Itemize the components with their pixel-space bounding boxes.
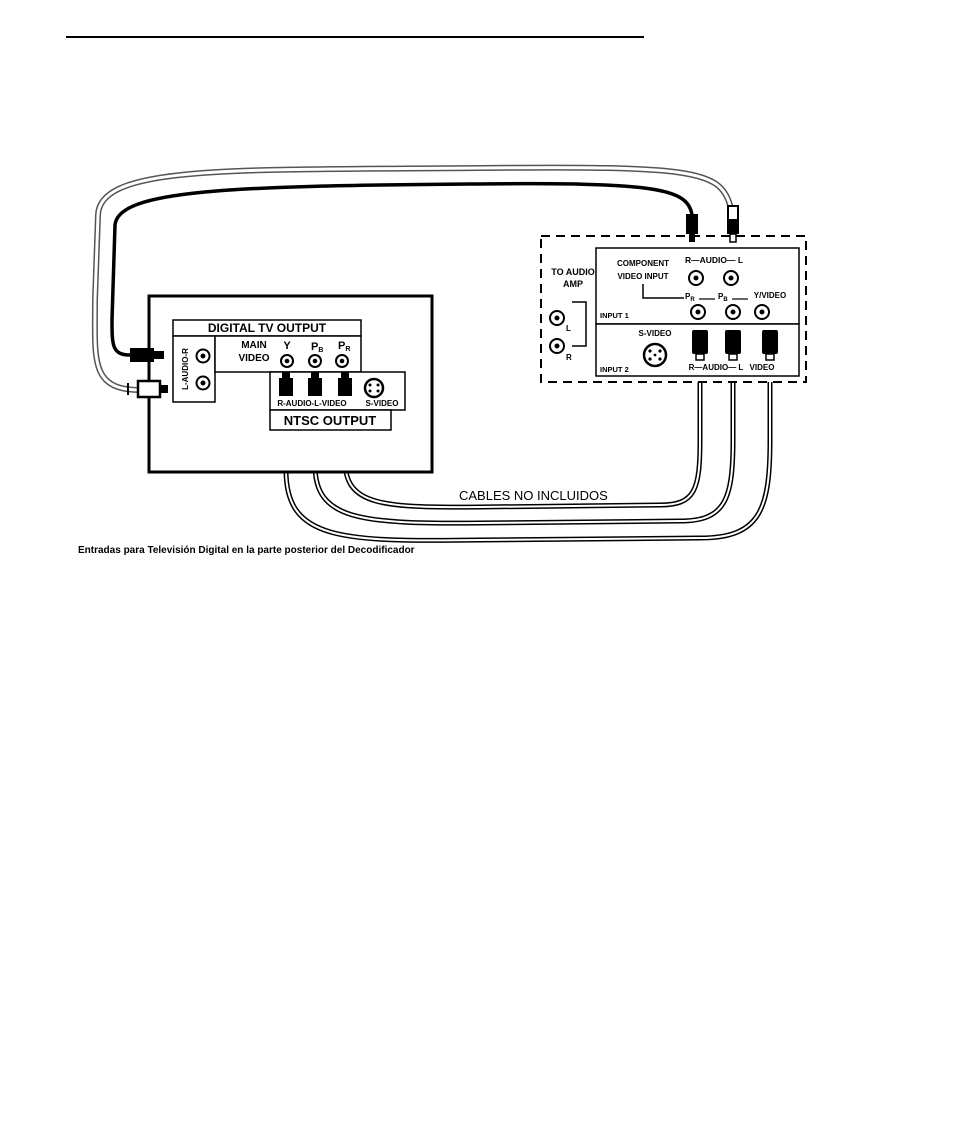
decoder-audio-jack-bottom xyxy=(197,377,210,390)
tv-video-label: VIDEO xyxy=(750,363,775,372)
ntsc-output-label: NTSC OUTPUT xyxy=(284,413,377,428)
input1-label: INPUT 1 xyxy=(600,311,629,320)
decoder-s-video-label: S-VIDEO xyxy=(366,399,399,408)
tv-r-audio-l-top: R—AUDIO— L xyxy=(685,255,743,265)
l-audio-r-label: L-AUDIO-R xyxy=(181,348,190,390)
main-video-label-2: VIDEO xyxy=(238,353,269,364)
figure-caption: Entradas para Televisión Digital en la p… xyxy=(78,545,415,556)
main-video-label-1: MAIN xyxy=(241,340,267,351)
tv-s-video-label: S-VIDEO xyxy=(639,329,672,338)
decoder-audio-jack-top xyxy=(197,350,210,363)
decoder-pb-jack xyxy=(309,355,321,367)
tv-pr-jack xyxy=(691,305,705,319)
decoder-plugs xyxy=(279,372,352,396)
tv-audio-jack-l xyxy=(724,271,738,285)
digital-tv-output-label: DIGITAL TV OUTPUT xyxy=(208,321,327,335)
tv-audio-jack-r xyxy=(689,271,703,285)
tv-y-video-jack xyxy=(755,305,769,319)
cables-label: CABLES NO INCLUIDOS xyxy=(459,488,608,503)
tv-pb-jack xyxy=(726,305,740,319)
amp-r-label: R xyxy=(566,353,572,362)
to-audio-amp-1: TO AUDIO xyxy=(551,267,595,277)
tv-y-video-label: Y/VIDEO xyxy=(754,291,786,300)
component-video-input-1: COMPONENT xyxy=(617,259,669,268)
to-audio-amp-2: AMP xyxy=(563,279,583,289)
amp-r-jack xyxy=(550,339,564,353)
tv-r-audio-l-bottom: R—AUDIO— L xyxy=(689,363,744,372)
r-audio-l-video-label: R-AUDIO-L-VIDEO xyxy=(277,399,346,408)
amp-l-label: L xyxy=(566,324,571,333)
decoder-pr-jack xyxy=(336,355,348,367)
decoder-y-jack xyxy=(281,355,293,367)
decoder-s-video-jack xyxy=(365,379,383,397)
tv-s-video-jack xyxy=(644,344,666,366)
component-video-input-2: VIDEO INPUT xyxy=(617,272,668,281)
amp-l-jack xyxy=(550,311,564,325)
y-label: Y xyxy=(283,340,291,352)
input2-label: INPUT 2 xyxy=(600,365,629,374)
